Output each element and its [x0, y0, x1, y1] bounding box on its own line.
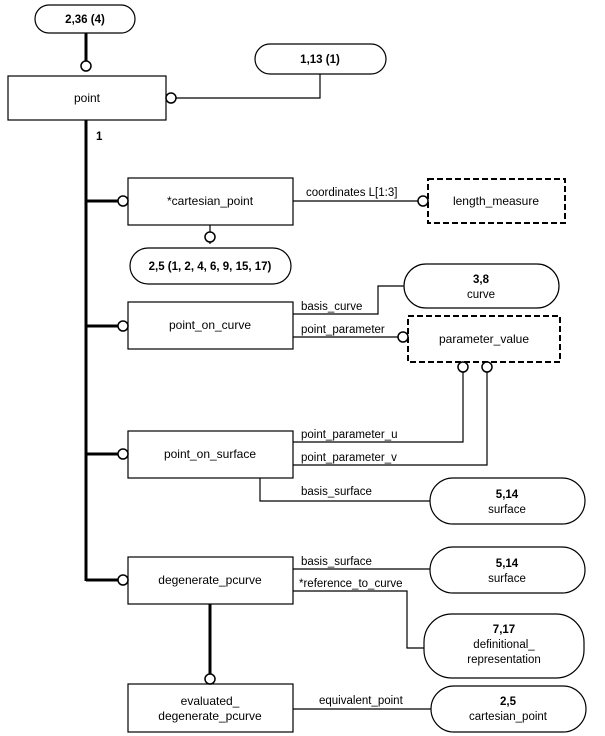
- cardinality-label: 1: [96, 131, 103, 143]
- point-ref-connector: [176, 74, 321, 99]
- surface-ref-name-1: surface: [488, 504, 526, 516]
- top-ref-box: [34, 4, 136, 34]
- cartesian-ref-label: 2,5 (1, 2, 4, 6, 9, 15, 17): [149, 261, 272, 273]
- top-ref-label: 2,36 (4): [65, 14, 105, 26]
- evaluated-label-line2: degenerate_pcurve: [158, 709, 262, 723]
- point-ref-box: [254, 43, 387, 75]
- reference-to-curve-label: *reference_to_curve: [299, 578, 403, 590]
- point-entity-label: point: [74, 91, 101, 105]
- point-parameter-label: point_parameter: [301, 324, 385, 336]
- circle-length-measure: [417, 195, 429, 207]
- equivalent-point-label: equivalent_point: [319, 695, 404, 707]
- cartesian-point-entity: [127, 177, 294, 226]
- surface-ref-box-2: [429, 546, 586, 594]
- surface-ref-box-1: [429, 477, 586, 525]
- circle-parameter-value-v: [481, 361, 493, 373]
- circle-evaluated: [204, 673, 216, 685]
- basis-surface-label-1: basis_surface: [301, 486, 372, 498]
- basis-surface-label-2: basis_surface: [301, 556, 372, 568]
- basis-surface-line-1: [259, 478, 430, 502]
- degenerate-pcurve-label: degenerate_pcurve: [158, 573, 262, 587]
- point-parameter-u-line: [293, 371, 464, 443]
- cartesian-ref-box: [129, 247, 292, 285]
- basis-curve-line: [293, 285, 404, 315]
- coordinates-label: coordinates L[1:3]: [306, 187, 397, 199]
- definitional-ref-box: [423, 613, 585, 679]
- circle-parameter-value-left: [397, 331, 409, 343]
- point-parameter-v-label: point_parameter_v: [301, 452, 397, 464]
- circle-top-ref: [80, 60, 92, 72]
- basis-curve-label: basis_curve: [301, 301, 362, 313]
- definitional-ref-line1: definitional_: [473, 639, 535, 651]
- circle-degenerate: [117, 574, 129, 586]
- circle-cartesian-ref: [204, 231, 216, 243]
- length-measure-type: [427, 178, 566, 224]
- evaluated-degenerate-pcurve-entity: [127, 683, 294, 733]
- reference-to-curve-line: [293, 590, 424, 649]
- point-parameter-u-label: point_parameter_u: [301, 429, 398, 441]
- point-on-surface-label: point_on_surface: [164, 447, 256, 461]
- definitional-ref-number: 7,17: [493, 624, 515, 636]
- cartesian-ref-box-2: [430, 685, 587, 733]
- parameter-value-label: parameter_value: [439, 332, 529, 346]
- curve-ref-name: curve: [467, 289, 495, 301]
- curve-ref-box: [403, 263, 560, 309]
- point-parameter-v-line: [293, 371, 488, 466]
- circle-parameter-value-u: [457, 361, 469, 373]
- cartesian-ref-name-2: cartesian_point: [469, 711, 548, 723]
- parameter-value-type: [407, 315, 561, 363]
- surface-ref-name-2: surface: [488, 573, 526, 585]
- point-on-curve-label: point_on_curve: [169, 318, 251, 332]
- point-on-surface-entity: [127, 430, 294, 479]
- circle-point-ref: [165, 92, 177, 104]
- cartesian-point-label: *cartesian_point: [167, 194, 254, 208]
- surface-ref-number-2: 5,14: [496, 558, 519, 570]
- surface-ref-number-1: 5,14: [496, 489, 519, 501]
- circle-cartesian: [117, 195, 129, 207]
- definitional-ref-line2: representation: [467, 654, 541, 666]
- curve-ref-number: 3,8: [473, 274, 490, 286]
- evaluated-label-line1: evaluated_: [181, 694, 240, 708]
- circle-point-on-curve: [117, 320, 129, 332]
- length-measure-label: length_measure: [453, 194, 539, 208]
- point-ref-label: 1,13 (1): [300, 54, 340, 66]
- degenerate-pcurve-entity: [127, 556, 294, 605]
- cartesian-ref-number-2: 2,5: [500, 696, 517, 708]
- circle-point-on-surface: [117, 448, 129, 460]
